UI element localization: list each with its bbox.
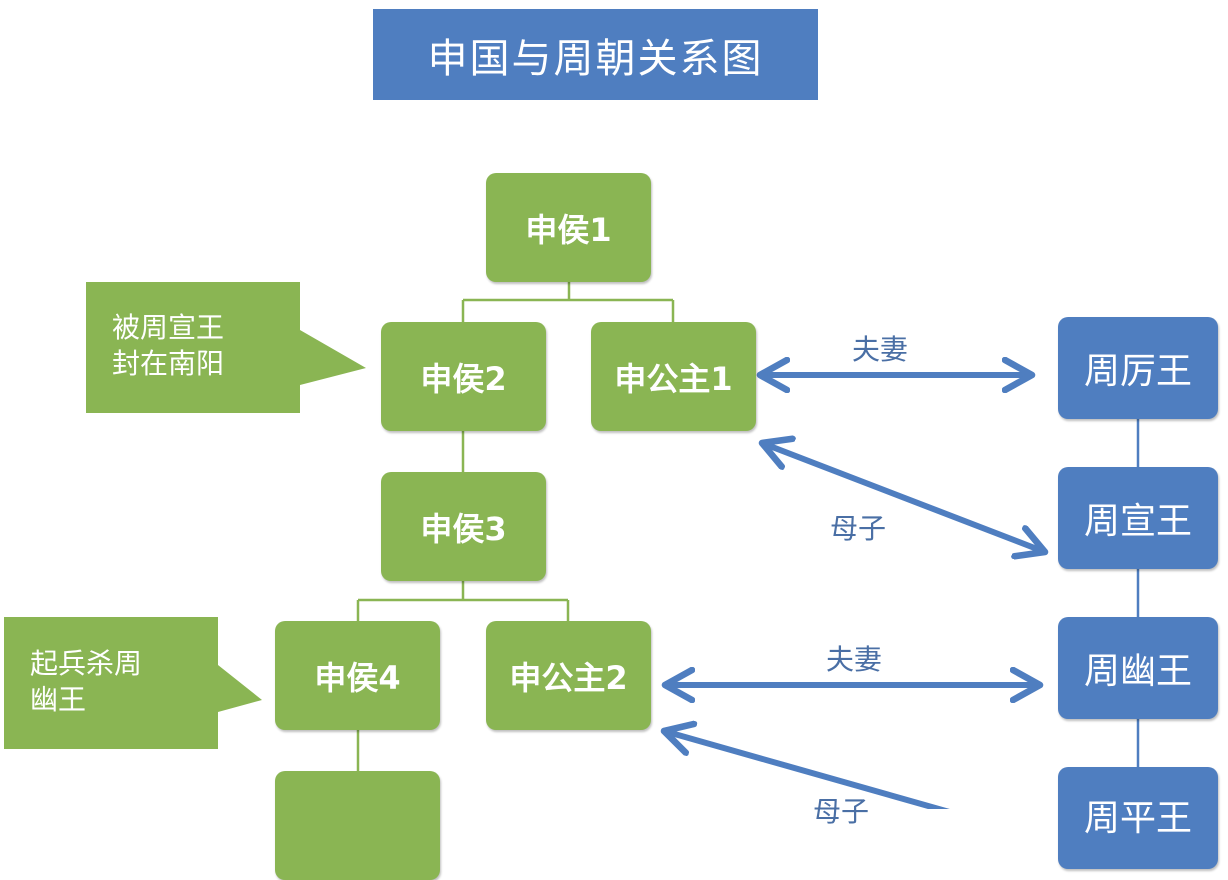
line-hou1-children — [461, 282, 675, 322]
callout-shape-hou2 — [86, 282, 366, 413]
node-shen-gongzhu-1: 申公主1 — [591, 322, 756, 431]
callout-shape-hou4 — [4, 617, 262, 749]
line-hou3-children — [356, 581, 570, 621]
label-spouse-2: 夫妻 — [826, 643, 883, 676]
node-zhou-you-wang: 周幽王 — [1058, 617, 1218, 719]
label-mother-1: 母子 — [830, 512, 887, 545]
arrow-mother2 — [664, 731, 950, 809]
callout-hou2-note: 被周宣王 封在南阳 — [112, 311, 225, 380]
node-shen-hou-2: 申侯2 — [381, 322, 546, 431]
node-shen-hou-5-partial — [275, 771, 440, 880]
node-shen-hou-4: 申侯4 — [275, 621, 440, 730]
node-zhou-xuan-wang: 周宣王 — [1058, 467, 1218, 569]
label-mother-2: 母子 — [813, 795, 870, 828]
tree-lines — [356, 282, 675, 771]
node-zhou-ping-wang: 周平王 — [1058, 767, 1218, 869]
node-zhou-li-wang: 周厉王 — [1058, 317, 1218, 419]
callout-hou4-note: 起兵杀周 幽王 — [30, 647, 143, 716]
diagram-title: 申国与周朝关系图 — [373, 9, 818, 100]
label-spouse-1: 夫妻 — [852, 333, 909, 366]
node-shen-gongzhu-2: 申公主2 — [486, 621, 651, 730]
diagram-connectors — [4, 282, 1140, 809]
node-shen-hou-3: 申侯3 — [381, 472, 546, 581]
arrow-mother1 — [762, 443, 1045, 552]
node-shen-hou-1: 申侯1 — [486, 173, 651, 282]
relation-arrows — [664, 375, 1045, 809]
